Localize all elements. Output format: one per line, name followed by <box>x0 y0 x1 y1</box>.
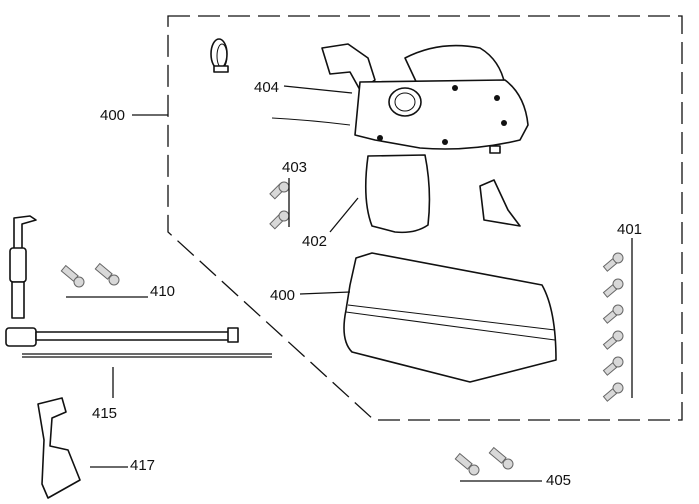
screws-404-icon <box>269 181 290 230</box>
flap-part <box>479 179 521 227</box>
callout-404: 403 <box>282 159 307 176</box>
bracket-part <box>37 397 81 499</box>
bolts-410-icon <box>454 446 514 476</box>
leader-403 <box>329 197 359 233</box>
filter-housing-part <box>364 154 431 234</box>
callout-405: 404 <box>254 79 279 96</box>
callout-410: 405 <box>546 472 571 489</box>
leader-405 <box>283 85 353 94</box>
upper-housing-part <box>271 43 529 154</box>
group-boundary <box>167 15 683 421</box>
callout-415: 415 <box>92 405 117 422</box>
callout-417: 417 <box>130 457 155 474</box>
hose-clamp-icon <box>210 38 229 73</box>
leader-401 <box>299 291 351 295</box>
screws-402-icon <box>602 252 624 402</box>
callout-402: 401 <box>617 221 642 238</box>
callout-401: 400 <box>270 287 295 304</box>
bolts-416-icon <box>60 262 120 288</box>
callout-416: 410 <box>150 283 175 300</box>
callout-400: 400 <box>100 107 125 124</box>
callout-403: 402 <box>302 233 327 250</box>
rod-assembly-part <box>5 215 272 358</box>
